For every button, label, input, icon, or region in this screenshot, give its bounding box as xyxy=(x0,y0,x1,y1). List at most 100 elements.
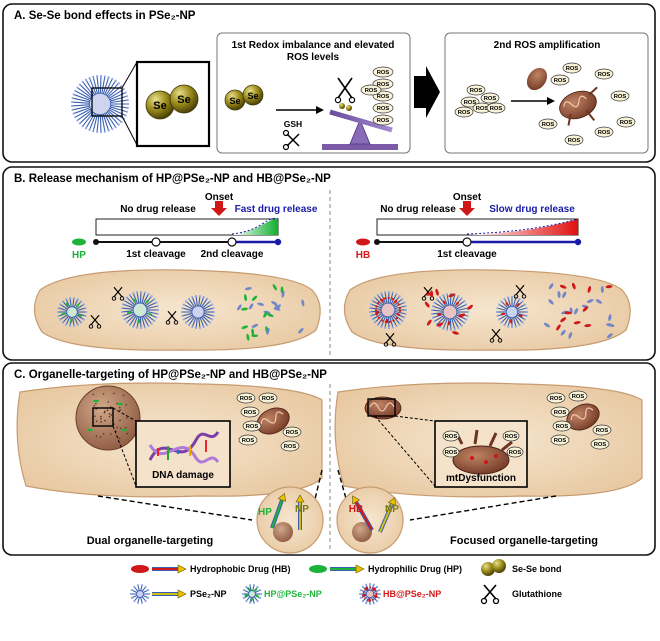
polymer-end xyxy=(507,296,510,299)
polymer-end xyxy=(401,319,404,322)
nanoparticle-core xyxy=(66,306,78,318)
polymer-end xyxy=(431,316,435,319)
polymer-end xyxy=(107,129,110,132)
polymer-chain xyxy=(202,314,213,320)
polymer-end xyxy=(211,303,214,306)
polymer-end xyxy=(125,321,129,324)
nanoparticle-icon xyxy=(129,584,151,604)
drug-molecule xyxy=(137,318,141,324)
fast-release-fill xyxy=(232,218,278,235)
polymer-end xyxy=(84,78,88,81)
polymer-end xyxy=(404,312,407,315)
polymer-end xyxy=(153,319,156,322)
polymer-end xyxy=(372,602,375,605)
polymer-chain xyxy=(183,304,194,310)
polymer-end xyxy=(202,295,205,299)
polymer-end xyxy=(245,599,248,603)
ros-badge-label: ROS xyxy=(377,118,390,124)
polymer-end xyxy=(208,321,212,324)
scissor-blade xyxy=(90,314,100,326)
chromatin-dot xyxy=(95,402,97,405)
polymer-end xyxy=(124,91,127,94)
polymer-chain xyxy=(124,312,135,320)
fast-release-curve xyxy=(231,217,279,235)
scissor-handle xyxy=(391,342,397,347)
cleavage-1-marker-right xyxy=(462,237,472,247)
polymer-end xyxy=(130,596,133,600)
released-fragment xyxy=(251,323,259,328)
released-fragment xyxy=(257,302,265,306)
polymer-end xyxy=(139,290,143,294)
cleavage-2-left: 2nd cleavage xyxy=(201,249,264,260)
drug-molecule xyxy=(365,586,369,591)
damaged-mitochondrion-icon xyxy=(559,86,598,126)
polymer-chain xyxy=(75,108,92,118)
nanoparticle-core xyxy=(136,590,144,598)
scissor-handle xyxy=(497,338,503,343)
polymer-chain xyxy=(72,298,75,308)
legend-hp-drug-icon xyxy=(309,565,327,573)
chromatin-dot xyxy=(126,432,128,435)
nanoparticle-icon xyxy=(121,290,160,330)
polymer-end xyxy=(398,295,401,298)
ros-badge: ROS xyxy=(238,434,258,446)
ros-badge: ROS xyxy=(506,446,524,458)
polymer-chain xyxy=(89,77,97,96)
polymer-chain xyxy=(507,297,512,308)
polymer-end xyxy=(136,584,140,587)
ros-badge: ROS xyxy=(538,118,558,130)
polymer-chain xyxy=(391,314,401,325)
nanoparticle-core xyxy=(88,92,112,116)
hb-fragment xyxy=(424,301,430,308)
legend-hb-np-icon xyxy=(358,582,382,606)
polymer-end xyxy=(135,326,139,329)
released-fragment xyxy=(543,322,551,328)
arrow-shaft xyxy=(271,499,283,529)
polymer-end xyxy=(150,295,153,298)
drug-molecule xyxy=(505,302,509,306)
nanoparticle-core xyxy=(248,590,256,598)
polymer-chain xyxy=(434,302,445,310)
polymer-chain xyxy=(452,317,459,329)
polymer-chain xyxy=(75,90,92,100)
legend-hydrophilic-drug: Hydrophilic Drug (HP) xyxy=(368,564,462,574)
polymer-end xyxy=(125,296,129,299)
ros-badge-label: ROS xyxy=(598,72,611,78)
polymer-end xyxy=(84,310,88,314)
polymer-end xyxy=(383,326,387,329)
released-fragment xyxy=(573,321,581,325)
chromatin-dot xyxy=(104,419,106,422)
released-fragment xyxy=(600,286,604,294)
polymer-end xyxy=(125,110,129,113)
hp-drug-icon xyxy=(72,238,86,246)
polymer-end xyxy=(184,300,188,303)
polymer-end xyxy=(372,583,375,586)
ros-badge: ROS xyxy=(442,430,460,442)
polymer-chain xyxy=(374,297,384,307)
polymer-chain xyxy=(146,305,158,310)
ros-badge: ROS xyxy=(594,68,614,80)
polymer-end xyxy=(59,318,62,321)
legend-hp-np-icon xyxy=(241,584,263,604)
released-fragment xyxy=(281,290,285,298)
amplification-arrow-head xyxy=(547,97,555,105)
polymer-end xyxy=(259,596,262,600)
ros-badge-label: ROS xyxy=(484,96,497,102)
ros-badge-shape xyxy=(550,406,570,418)
polymer-end xyxy=(103,75,106,78)
big-arrow-icon xyxy=(414,66,440,118)
drug-molecule xyxy=(244,594,249,597)
polymer-chain xyxy=(202,304,213,310)
ros-badge-label: ROS xyxy=(554,438,567,444)
polymer-end xyxy=(121,306,124,310)
polymer-end xyxy=(518,297,521,301)
polymer-end xyxy=(373,296,377,299)
drug-molecule xyxy=(250,597,253,602)
nanoparticle-core xyxy=(505,305,519,319)
nanoparticle-icon xyxy=(56,297,88,327)
polymer-end xyxy=(74,116,77,119)
ros-badge-shape xyxy=(594,126,614,138)
legend-hb-np: HB@PSe₂-NP xyxy=(383,589,441,599)
